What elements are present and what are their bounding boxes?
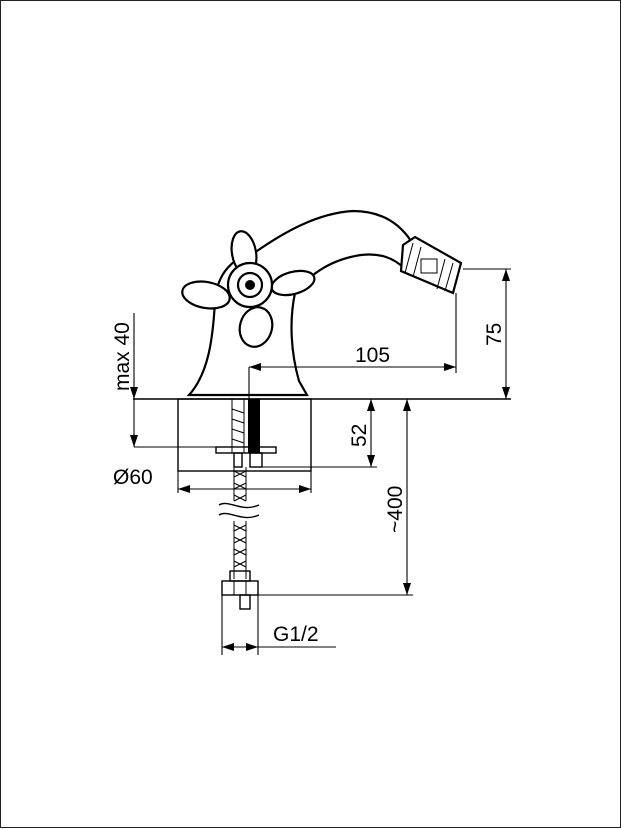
spout-aerator	[399, 235, 463, 295]
label-52: 52	[348, 424, 371, 447]
mounting-thread	[231, 398, 260, 454]
handle-cap-dot	[245, 280, 255, 290]
flexible-hose	[233, 467, 247, 579]
handle-arm-left	[181, 280, 231, 310]
label-max-40: max 40	[111, 322, 134, 391]
dimension-52	[262, 399, 377, 468]
hose-connector	[221, 570, 259, 610]
dimension-max-40	[130, 313, 216, 448]
label-105: 105	[355, 344, 390, 367]
nut	[233, 452, 243, 468]
label-diameter-60: Ø60	[113, 466, 153, 489]
cross-handle	[181, 230, 316, 348]
lock-nut	[249, 452, 263, 468]
handle-arm-front	[238, 306, 274, 348]
dimension-g12	[221, 595, 336, 655]
dimension-105	[248, 293, 457, 399]
mounting-washer	[215, 446, 277, 454]
dimension-75	[463, 268, 511, 399]
break-mark	[218, 502, 260, 519]
label-g12: G1/2	[273, 623, 319, 646]
dimension-400	[258, 399, 413, 596]
label-75: 75	[483, 323, 506, 346]
label-400: ~400	[384, 486, 407, 533]
dimension-diameter-60	[177, 471, 312, 493]
